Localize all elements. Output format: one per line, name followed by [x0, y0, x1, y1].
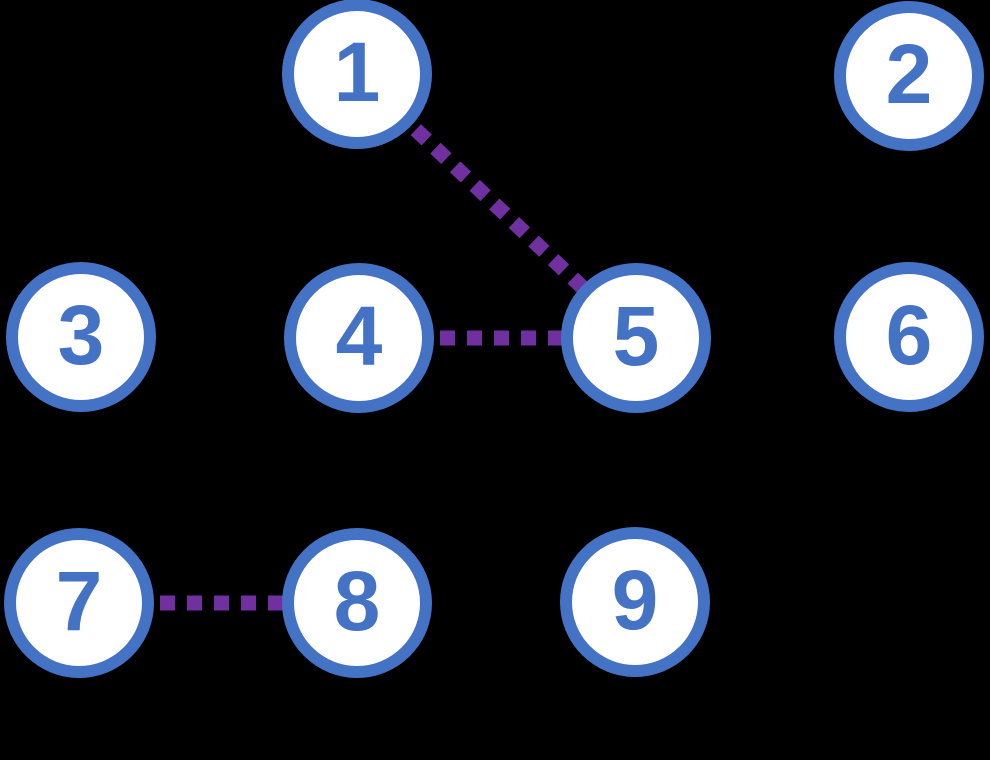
node-7[interactable]: 7 — [4, 528, 154, 678]
node-label-7: 7 — [55, 554, 103, 648]
node-4[interactable]: 4 — [284, 263, 434, 413]
node-label-3: 3 — [57, 288, 105, 382]
node-6[interactable]: 6 — [834, 262, 984, 412]
node-label-5: 5 — [612, 289, 660, 383]
node-9[interactable]: 9 — [560, 527, 710, 677]
node-label-2: 2 — [885, 27, 933, 121]
node-8[interactable]: 8 — [282, 528, 432, 678]
node-label-1: 1 — [333, 25, 381, 119]
node-label-6: 6 — [885, 288, 933, 382]
node-label-9: 9 — [611, 553, 659, 647]
node-label-8: 8 — [333, 554, 381, 648]
node-1[interactable]: 1 — [282, 0, 432, 149]
node-3[interactable]: 3 — [6, 262, 156, 412]
node-2[interactable]: 2 — [834, 1, 984, 151]
node-5[interactable]: 5 — [561, 263, 711, 413]
node-label-4: 4 — [335, 289, 383, 383]
